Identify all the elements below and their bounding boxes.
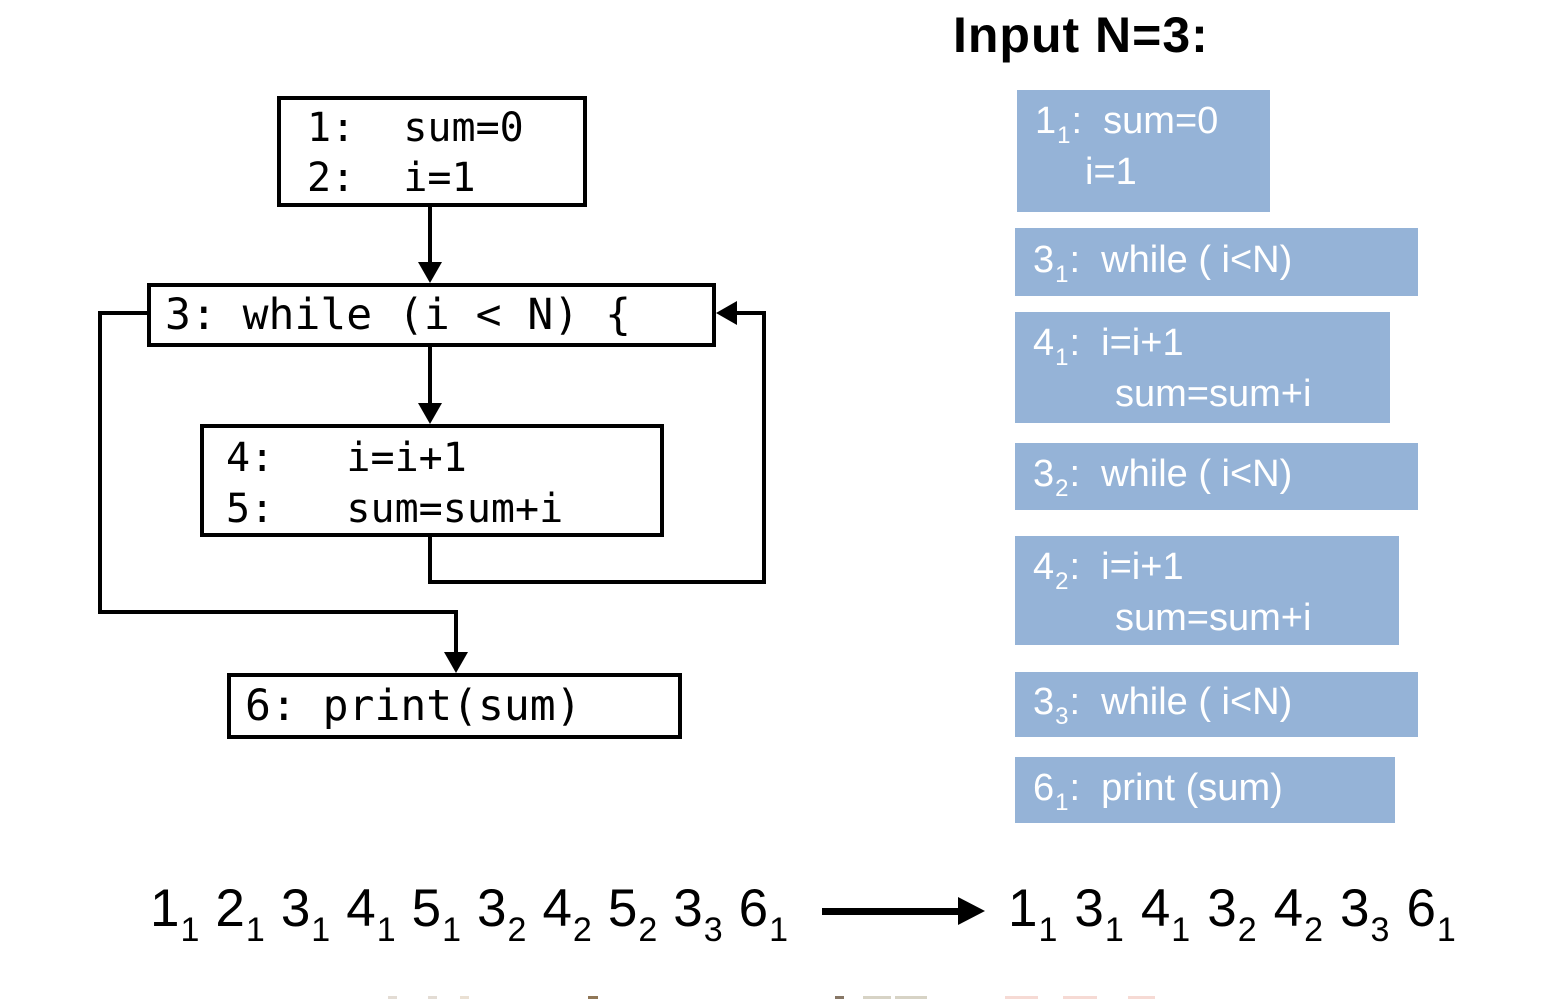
subscript: 1	[1038, 911, 1058, 949]
subscript: 2	[572, 911, 592, 949]
edge-loopback-segment	[762, 313, 766, 584]
trace-line: i=1	[1085, 151, 1137, 193]
sequence-entry: 31	[1074, 879, 1124, 949]
trace-line: sum=sum+i	[1115, 373, 1312, 415]
sequence-entry: 61	[1406, 879, 1456, 949]
trace-line: 31: while ( i<N)	[1033, 238, 1293, 288]
edge-loopback-segment	[428, 580, 766, 584]
sequence-entry: 61	[738, 879, 789, 949]
code-line: 1: sum=0	[307, 105, 524, 151]
subscript: 3	[1370, 911, 1390, 949]
subscript: 1	[1055, 260, 1069, 288]
subscript: 1	[1057, 122, 1071, 149]
flowchart-node-loop-body: 4: i=i+1 5: sum=sum+i	[200, 424, 664, 537]
sequence-entry: 11	[150, 879, 200, 949]
sequence-entry: 51	[411, 879, 462, 949]
cropped-text-remnant	[428, 996, 437, 999]
trace-step-1-1: 11: sum=0 i=1	[1017, 90, 1270, 212]
cropped-text-remnant	[863, 996, 891, 999]
cropped-text-remnant	[835, 996, 844, 999]
cropped-text-remnant	[1128, 996, 1155, 999]
subscript: 1	[376, 911, 396, 949]
cropped-text-remnant	[588, 996, 598, 999]
arrowhead-left-icon	[716, 301, 737, 325]
edge-exit-segment	[98, 610, 458, 614]
subscript: 1	[245, 911, 265, 949]
trace-line: 33: while ( i<N)	[1033, 681, 1293, 730]
sequence-entry: 42	[1273, 879, 1324, 949]
flowchart-node-entry: 1: sum=0 2: i=1	[277, 96, 587, 207]
input-title: Input N=3:	[953, 7, 1209, 63]
edge-exit-segment	[98, 311, 147, 315]
sequence-entry: 41	[346, 879, 396, 949]
code-line: 6: print(sum)	[245, 681, 582, 731]
subscript: 1	[769, 911, 789, 949]
subscript: 2	[638, 911, 658, 949]
sequence-entry: 33	[1340, 879, 1390, 949]
code-line: 4: i=i+1	[226, 435, 467, 481]
subscript: 2	[1304, 911, 1324, 949]
cropped-text-remnant	[895, 996, 927, 999]
subscript: 1	[1436, 911, 1456, 949]
sequence-entry: 32	[1207, 879, 1257, 949]
subscript: 1	[1104, 911, 1124, 949]
edge-loopback-segment	[428, 537, 432, 584]
trace-step-6-1: 61: print (sum)	[1015, 757, 1395, 823]
trace-step-3-3: 33: while ( i<N)	[1015, 672, 1418, 737]
cropped-text-remnant	[388, 996, 397, 999]
subscript: 2	[1055, 475, 1069, 502]
edge-while-body-line	[428, 347, 432, 404]
sequence-entry: 52	[607, 879, 658, 949]
maps-to-arrow-line	[822, 908, 960, 915]
cropped-text-remnant	[1063, 996, 1097, 999]
sequence-entry: 42	[542, 879, 592, 949]
arrowhead-right-icon	[958, 897, 985, 925]
code-line: 2: i=1	[307, 155, 476, 201]
trace-line: 42: i=i+1	[1033, 546, 1184, 595]
subscript: 1	[1171, 911, 1191, 949]
trace-step-4-1: 41: i=i+1 sum=sum+i	[1015, 312, 1390, 423]
subscript: 1	[180, 911, 200, 949]
trace-line: 32: while ( i<N)	[1033, 453, 1293, 502]
edge-entry-while-line	[428, 207, 432, 264]
trace-step-3-1: 31: while ( i<N)	[1015, 228, 1418, 296]
subscript: 2	[1237, 911, 1257, 949]
subscript: 3	[703, 911, 723, 949]
edge-loopback-segment	[735, 311, 766, 315]
arrowhead-down-icon	[444, 652, 468, 673]
subscript: 3	[1055, 703, 1069, 730]
subscript: 2	[1055, 568, 1069, 595]
trace-line: 11: sum=0	[1035, 100, 1219, 149]
subscript: 1	[1055, 344, 1069, 371]
sequence-entry: 33	[673, 879, 723, 949]
sequence-entry: 11	[1008, 879, 1058, 949]
arrowhead-down-icon	[418, 403, 442, 424]
trace-line: 41: i=i+1	[1033, 322, 1184, 371]
cropped-text-remnant	[460, 996, 469, 999]
trace-step-4-2: 42: i=i+1 sum=sum+i	[1015, 536, 1399, 645]
trace-step-3-2: 32: while ( i<N)	[1015, 443, 1418, 510]
flowchart-node-print: 6: print(sum)	[227, 673, 682, 739]
subscript: 2	[507, 911, 527, 949]
flowchart-node-while: 3: while (i < N) {	[147, 283, 716, 347]
edge-exit-segment	[454, 610, 458, 652]
code-line: 3: while (i < N) {	[165, 290, 631, 340]
trace-line: 61: print (sum)	[1033, 766, 1283, 816]
arrowhead-down-icon	[418, 262, 442, 283]
code-line: 5: sum=sum+i	[226, 486, 564, 532]
trace-line: sum=sum+i	[1115, 597, 1312, 639]
sequence-entry: 31	[280, 879, 331, 949]
edge-exit-segment	[98, 311, 102, 614]
sequence-entry: 41	[1140, 879, 1191, 949]
sequence-entry: 32	[477, 879, 527, 949]
sequence-entry: 21	[215, 879, 265, 949]
subscript: 1	[311, 911, 331, 949]
subscript: 1	[442, 911, 462, 949]
subscript: 1	[1055, 788, 1069, 816]
cropped-text-remnant	[1005, 996, 1038, 999]
